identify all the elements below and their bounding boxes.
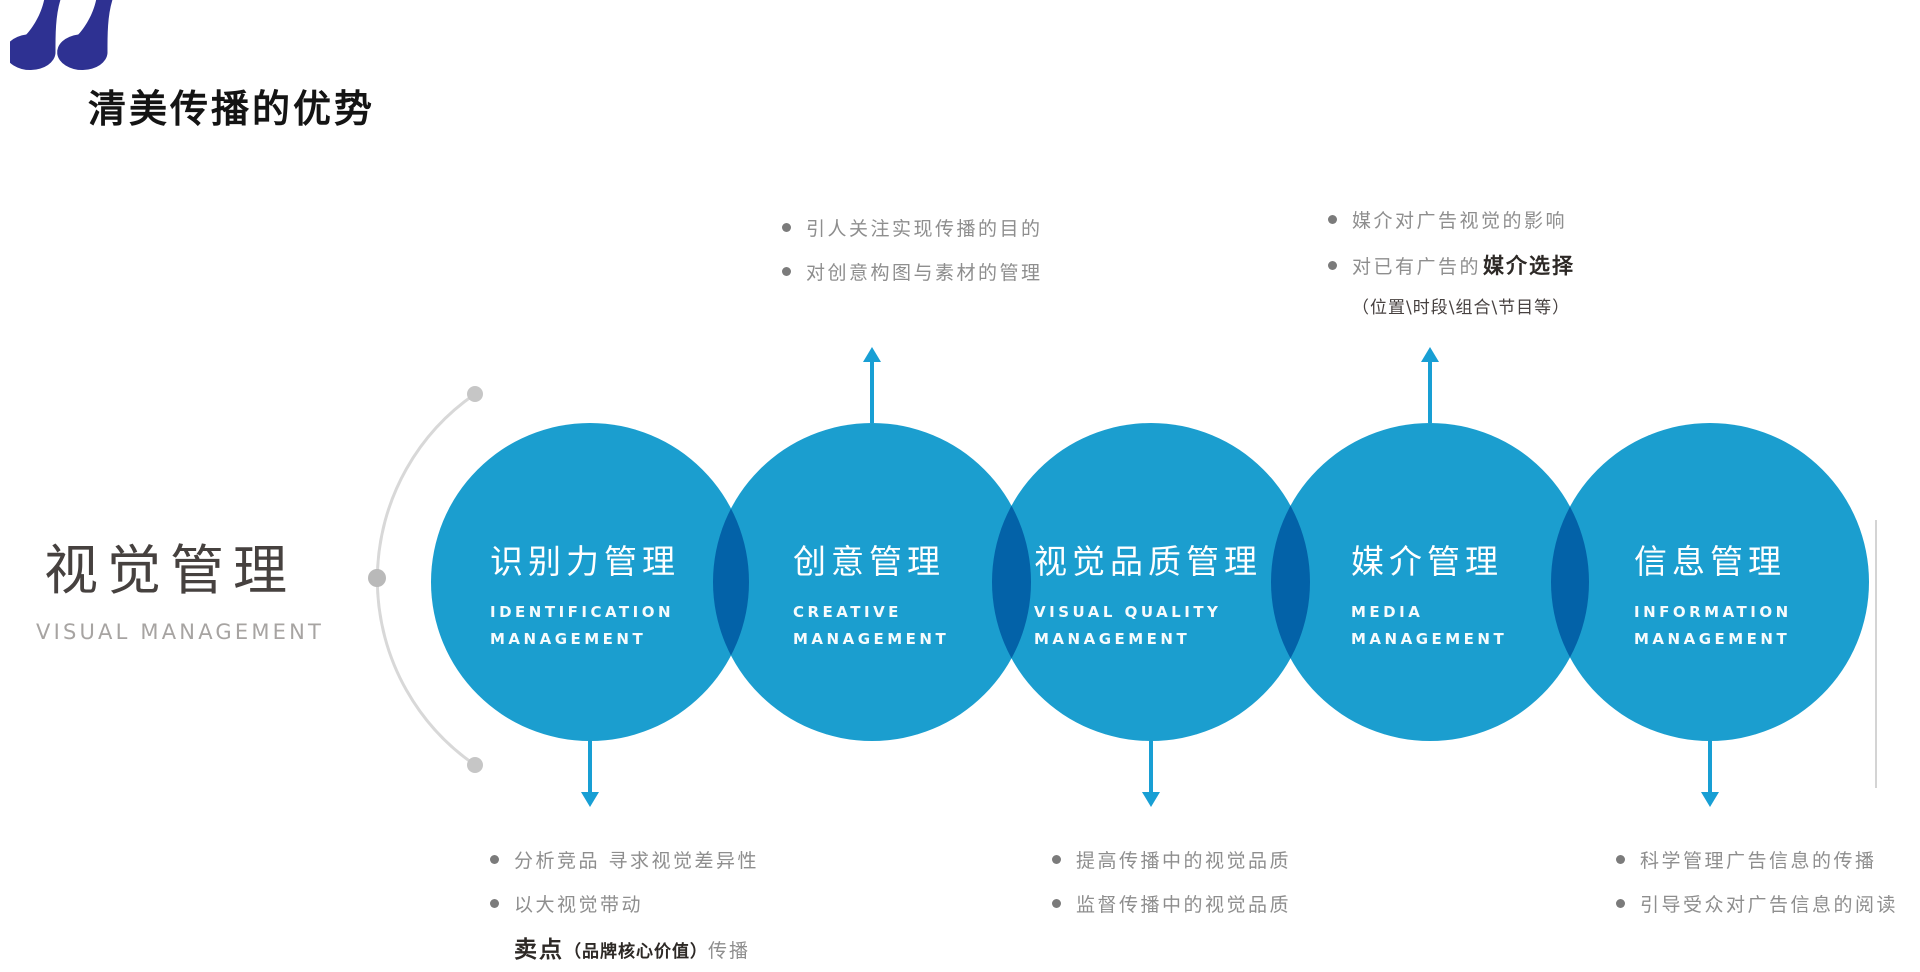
notes-creative-top: 引人关注实现传播的目的 对创意构图与素材的管理 — [782, 214, 1043, 302]
circle-title: 视觉品质管理 — [1034, 542, 1262, 581]
notes-identification-bottom: 分析竞品 寻求视觉差异性 以大视觉带动 卖点（品牌核心价值）传播 — [490, 846, 759, 964]
arc-dot-top — [467, 386, 483, 402]
note-item: 媒介对广告视觉的影响 — [1328, 206, 1575, 233]
note-detail: （位置\时段\组合\节目等） — [1352, 298, 1571, 318]
notes-information-bottom: 科学管理广告信息的传播 引导受众对广告信息的阅读 — [1616, 846, 1898, 934]
page-title: 清美传播的优势 — [88, 87, 376, 131]
note-text: 引导受众对广告信息的阅读 — [1640, 894, 1899, 916]
note-text: 科学管理广告信息的传播 — [1640, 850, 1877, 872]
note-item: 引人关注实现传播的目的 — [782, 214, 1043, 241]
arc-dot-bottom — [467, 757, 483, 773]
note-item: 分析竞品 寻求视觉差异性 — [490, 846, 759, 873]
note-text: 提高传播中的视觉品质 — [1076, 850, 1292, 872]
right-edge-line — [1875, 520, 1877, 788]
notes-quality-bottom: 提高传播中的视觉品质 监督传播中的视觉品质 — [1052, 846, 1291, 934]
bullet-icon — [1328, 215, 1337, 224]
bullet-icon — [1616, 899, 1625, 908]
visual-management-label: 视觉管理 — [44, 539, 296, 602]
note-text: 引人关注实现传播的目的 — [806, 218, 1043, 240]
visual-management-subtitle: VISUAL MANAGEMENT — [36, 620, 325, 644]
note-text: 监督传播中的视觉品质 — [1076, 894, 1292, 916]
note-item: 科学管理广告信息的传播 — [1616, 846, 1898, 873]
note-item: 对创意构图与素材的管理 — [782, 258, 1043, 285]
note-detail: 卖点（品牌核心价值）传播 — [514, 937, 751, 963]
bullet-icon — [1052, 899, 1061, 908]
note-text: 对已有广告的媒介选择 — [1352, 254, 1576, 278]
quote-icon — [10, 0, 113, 71]
bullet-icon — [1616, 855, 1625, 864]
note-text: 以大视觉带动 — [514, 894, 644, 916]
circle-title: 媒介管理 — [1351, 542, 1503, 581]
note-text: 媒介对广告视觉的影响 — [1352, 210, 1568, 232]
bullet-icon — [490, 899, 499, 908]
note-item: 提高传播中的视觉品质 — [1052, 846, 1291, 873]
bullet-icon — [1328, 260, 1337, 270]
note-text: 对创意构图与素材的管理 — [806, 262, 1043, 284]
circle-title: 识别力管理 — [490, 542, 680, 581]
note-item: 监督传播中的视觉品质 — [1052, 890, 1291, 917]
circle-title: 创意管理 — [793, 542, 945, 581]
arc-dot-middle — [368, 569, 386, 587]
note-text: 分析竞品 寻求视觉差异性 — [514, 850, 760, 872]
note-item: 对已有广告的媒介选择 — [1328, 250, 1575, 280]
note-item: 以大视觉带动 — [490, 890, 759, 917]
circle-title: 信息管理 — [1634, 542, 1786, 581]
bullet-icon — [1052, 855, 1061, 864]
bullet-icon — [490, 855, 499, 864]
bullet-icon — [782, 223, 791, 232]
note-item: 引导受众对广告信息的阅读 — [1616, 890, 1898, 917]
bullet-icon — [782, 267, 791, 276]
notes-media-top: 媒介对广告视觉的影响 对已有广告的媒介选择 （位置\时段\组合\节目等） — [1328, 206, 1575, 318]
